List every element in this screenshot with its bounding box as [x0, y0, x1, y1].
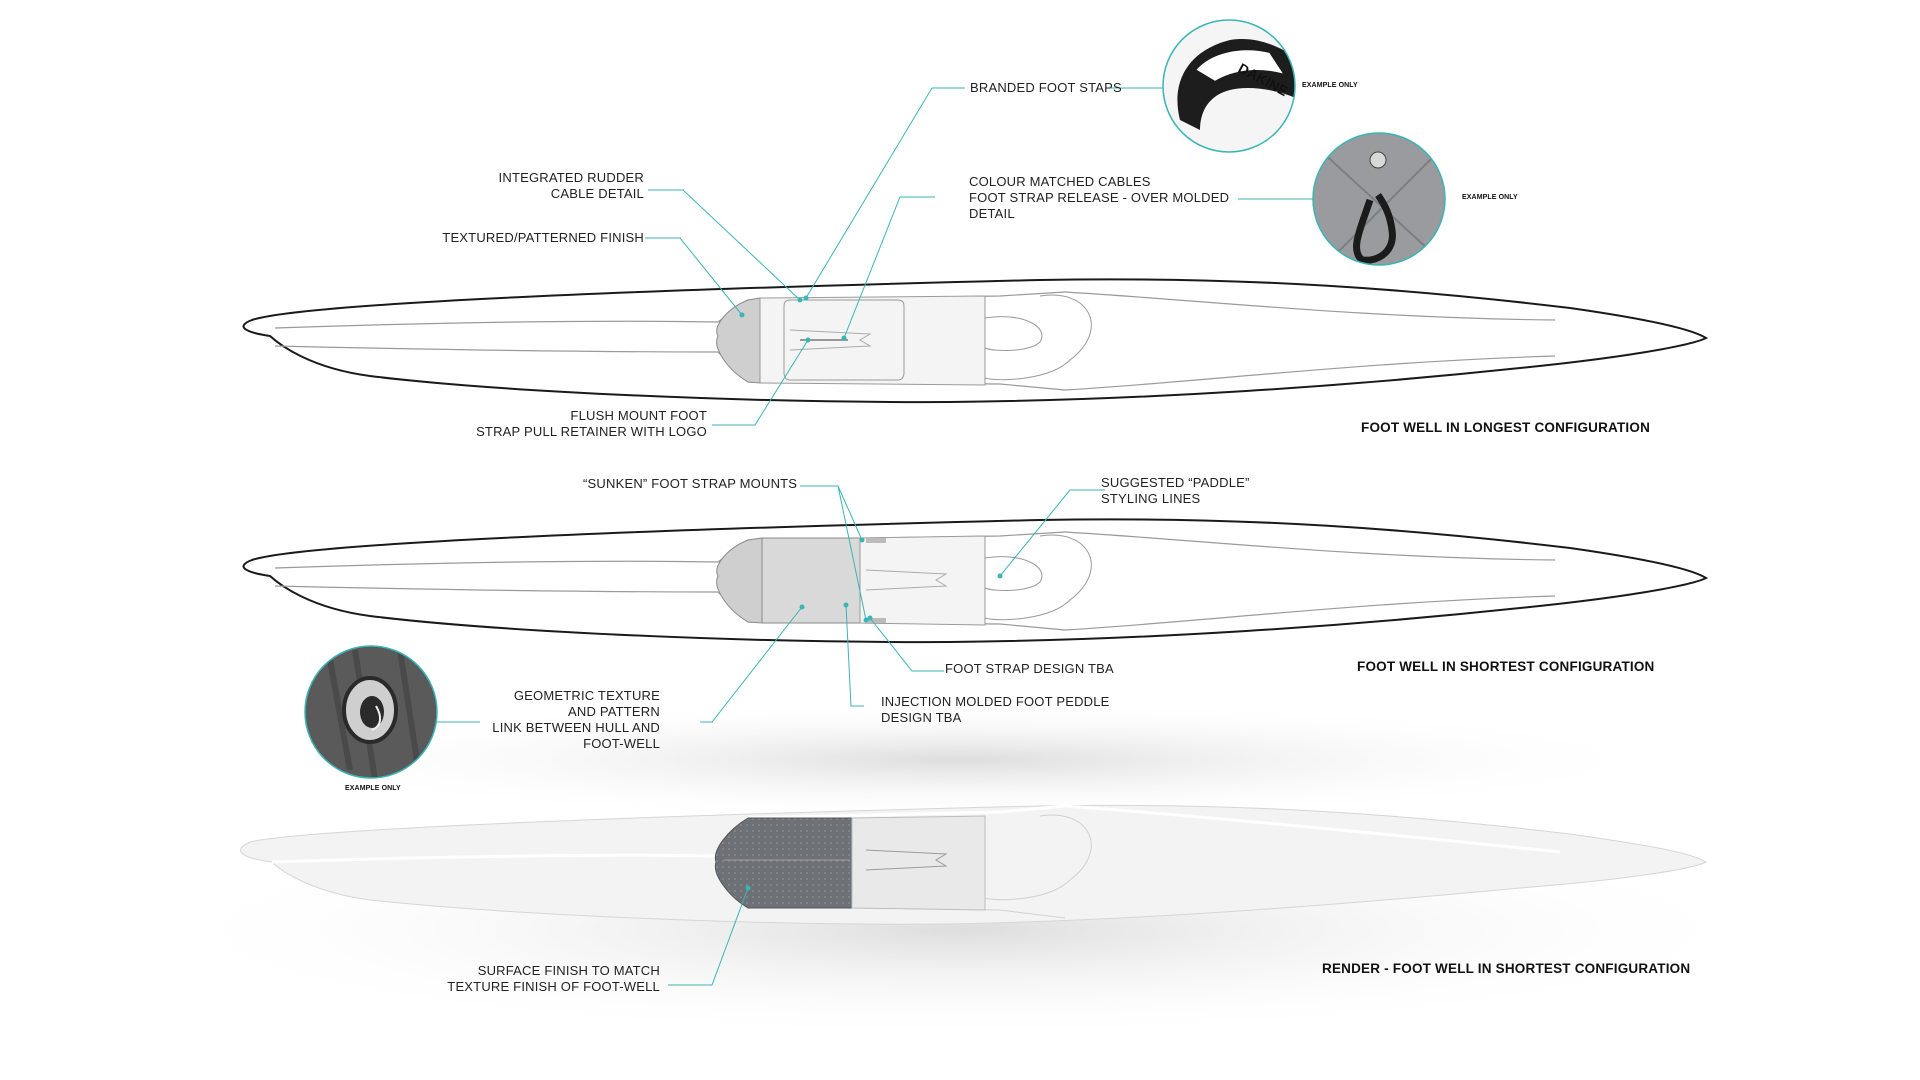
callout-surface-finish: SURFACE FINISH TO MATCH TEXTURE FINISH O… — [447, 963, 660, 994]
example-note-texture: EXAMPLE ONLY — [345, 785, 401, 792]
leader-geometric-texture — [700, 606, 803, 723]
dot-injection-pedal — [843, 602, 849, 608]
callout-rudder-cable: INTEGRATED RUDDER CABLE DETAIL — [498, 170, 644, 201]
leader-colour-cables — [843, 196, 935, 339]
leader-rudder-cable — [648, 189, 801, 301]
callout-geometric-texture: GEOMETRIC TEXTURE AND PATTERN LINK BETWE… — [492, 688, 660, 751]
hull-shortest-config — [242, 518, 1709, 644]
cable-example-inset — [1312, 132, 1446, 266]
leader-surface-finish — [668, 887, 749, 986]
dot-geometric-texture — [799, 604, 805, 610]
caption-shortest-config: FOOT WELL IN SHORTEST CONFIGURATION — [1357, 659, 1655, 674]
callout-textured-finish: TEXTURED/PATTERNED FINISH — [442, 230, 644, 245]
caption-longest-config: FOOT WELL IN LONGEST CONFIGURATION — [1361, 420, 1651, 435]
callout-flush-mount: FLUSH MOUNT FOOT STRAP PULL RETAINER WIT… — [476, 408, 707, 439]
caption-render-config: RENDER - FOOT WELL IN SHORTEST CONFIGURA… — [1322, 961, 1691, 976]
callout-branded-straps: BRANDED FOOT STAPS — [970, 80, 1122, 95]
leader-textured-finish — [645, 237, 743, 316]
dot-colour-cables — [841, 335, 847, 341]
callout-sunken-mounts: “SUNKEN” FOOT STRAP MOUNTS — [583, 476, 798, 491]
hull-longest-config — [242, 278, 1709, 404]
dot-rudder-cable — [797, 297, 803, 303]
callout-paddle-lines: SUGGESTED “PADDLE” STYLING LINES — [1101, 475, 1250, 506]
leader-dots — [739, 295, 1003, 891]
leader-sunken-mounts — [800, 485, 867, 621]
callout-colour-cables: COLOUR MATCHED CABLES FOOT STRAP RELEASE… — [969, 174, 1230, 221]
example-note-cable: EXAMPLE ONLY — [1462, 194, 1518, 201]
dot-textured-finish — [739, 312, 745, 318]
leader-branded-straps — [805, 87, 965, 299]
dot-paddle-lines — [997, 573, 1003, 579]
callout-strap-design: FOOT STRAP DESIGN TBA — [945, 661, 1114, 676]
dot-surface-finish — [745, 885, 751, 891]
leader-lines — [437, 87, 1313, 986]
leader-strap-design — [869, 617, 944, 672]
dot-sunken-mount-bottom — [863, 617, 869, 623]
leader-paddle-lines — [999, 489, 1105, 577]
dot-strap-design — [867, 615, 873, 621]
dot-flush-mount — [805, 337, 811, 343]
example-note-strap: EXAMPLE ONLY — [1302, 82, 1358, 89]
strap-example-inset: DAKINE — [1162, 19, 1296, 153]
callout-injection-pedal: INJECTION MOLDED FOOT PEDDLE DESIGN TBA — [881, 694, 1110, 725]
dot-branded-straps — [803, 295, 809, 301]
leader-injection-pedal — [845, 604, 864, 707]
hull-render — [140, 700, 1780, 1040]
dot-sunken-mount-top — [859, 537, 865, 543]
leader-flush-mount — [712, 339, 809, 426]
texture-example-inset — [304, 645, 438, 779]
